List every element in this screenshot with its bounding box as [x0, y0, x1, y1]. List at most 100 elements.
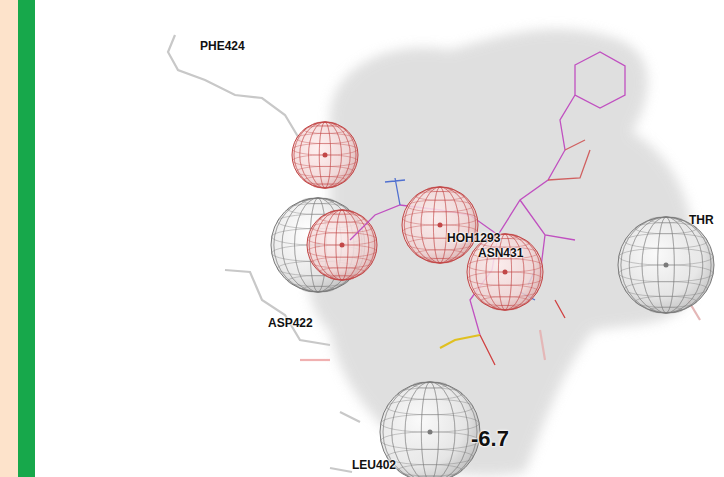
ligand-oxygen	[548, 140, 590, 180]
sphere-parallel	[314, 184, 337, 188]
sphere-meridian	[411, 187, 469, 263]
sphere-meridian	[315, 210, 369, 280]
acceptor-sphere	[292, 122, 358, 188]
sphere-body	[467, 234, 543, 310]
residue-label: THR	[689, 214, 714, 226]
sphere-parallel	[387, 449, 474, 465]
sphere-parallel	[650, 307, 683, 313]
ligand	[350, 52, 625, 365]
ligand-ring	[575, 52, 625, 108]
sphere-meridian	[294, 122, 356, 188]
sphere-parallel	[427, 258, 453, 263]
sphere-meridian	[309, 210, 375, 280]
sphere-body	[402, 187, 478, 263]
residue-label: HOH1293	[447, 232, 500, 244]
sphere-meridian	[421, 187, 459, 263]
sphere-meridian	[421, 187, 459, 263]
sphere-parallel	[624, 282, 707, 297]
sphere-center	[428, 430, 433, 435]
sphere-parallel	[304, 126, 346, 134]
sphere-meridian	[476, 234, 534, 310]
sphere-center	[664, 263, 669, 268]
sphere-meridian	[392, 382, 469, 477]
sphere-parallel	[302, 286, 334, 292]
acceptor-sphere	[467, 234, 543, 310]
sphere-meridian	[469, 234, 540, 310]
sphere-parallel	[330, 210, 354, 214]
sphere-body	[618, 217, 714, 313]
sphere-center	[503, 270, 508, 275]
asp-oxygen	[300, 359, 330, 361]
sphere-meridian	[309, 210, 375, 280]
sphere-center	[438, 223, 443, 228]
side-band	[0, 0, 18, 477]
sphere-parallel	[481, 297, 530, 306]
sphere-parallel	[492, 305, 518, 310]
sphere-meridian	[486, 234, 524, 310]
sphere-parallel	[398, 465, 462, 477]
sphere-meridian	[300, 122, 351, 188]
sphere-center	[340, 243, 345, 248]
sphere-meridian	[421, 382, 438, 477]
residue-label: PHE424	[200, 40, 245, 52]
sphere-center	[323, 153, 328, 158]
sphere-meridian	[392, 382, 469, 477]
sphere-meridian	[315, 210, 369, 280]
sphere-meridian	[476, 234, 534, 310]
sphere-parallel	[635, 296, 697, 307]
sphere-parallel	[413, 476, 447, 477]
sphere-meridian	[629, 217, 703, 313]
score-value: -6.7	[471, 428, 509, 450]
sphere-parallel	[330, 276, 354, 280]
acceptor-sphere	[402, 187, 478, 263]
sphere-parallel	[413, 382, 447, 388]
sphere-parallel	[314, 122, 337, 126]
sphere-parallel	[416, 191, 465, 200]
sphere-meridian	[300, 122, 351, 188]
phe-stick	[168, 35, 300, 140]
sphere-meridian	[486, 234, 524, 310]
sphere-meridian	[405, 382, 455, 477]
sphere-meridian	[405, 382, 455, 477]
sphere-parallel	[427, 187, 453, 192]
sphere-parallel	[472, 285, 538, 297]
sphere-parallel	[624, 234, 707, 249]
sphere-parallel	[416, 250, 465, 259]
ligand-sulfur	[440, 335, 480, 348]
sphere-parallel	[407, 200, 473, 212]
sphere-parallel	[398, 388, 462, 400]
sphere-parallel	[312, 257, 373, 268]
sphere-meridian	[421, 382, 438, 477]
sphere-meridian	[621, 217, 711, 313]
sphere-meridian	[642, 217, 690, 313]
sphere-parallel	[296, 133, 353, 143]
sphere-meridian	[629, 217, 703, 313]
sphere-parallel	[650, 217, 683, 223]
residue-label: ASP422	[268, 317, 313, 329]
sphere-meridian	[294, 122, 356, 188]
sphere-parallel	[304, 176, 346, 184]
sphere-parallel	[296, 166, 353, 176]
sphere-parallel	[387, 399, 474, 415]
sphere-meridian	[383, 382, 477, 477]
sphere-meridian	[383, 382, 477, 477]
sphere-meridian	[404, 187, 475, 263]
sphere-parallel	[635, 223, 697, 234]
ligand-oxygen-2	[480, 300, 565, 365]
sphere-meridian	[469, 234, 540, 310]
sphere-meridian	[642, 217, 690, 313]
acceptor-sphere	[307, 210, 377, 280]
side-bar	[18, 0, 35, 477]
sphere-meridian	[411, 187, 469, 263]
sphere-parallel	[320, 268, 365, 276]
sphere-meridian	[325, 210, 360, 280]
ligand-nitrogen	[385, 178, 405, 205]
sphere-meridian	[621, 217, 711, 313]
residue-label: ASN431	[478, 247, 523, 259]
sphere-body	[307, 210, 377, 280]
sphere-parallel	[472, 247, 538, 259]
sphere-meridian	[404, 187, 475, 263]
residue-label: LEU402	[352, 459, 396, 471]
